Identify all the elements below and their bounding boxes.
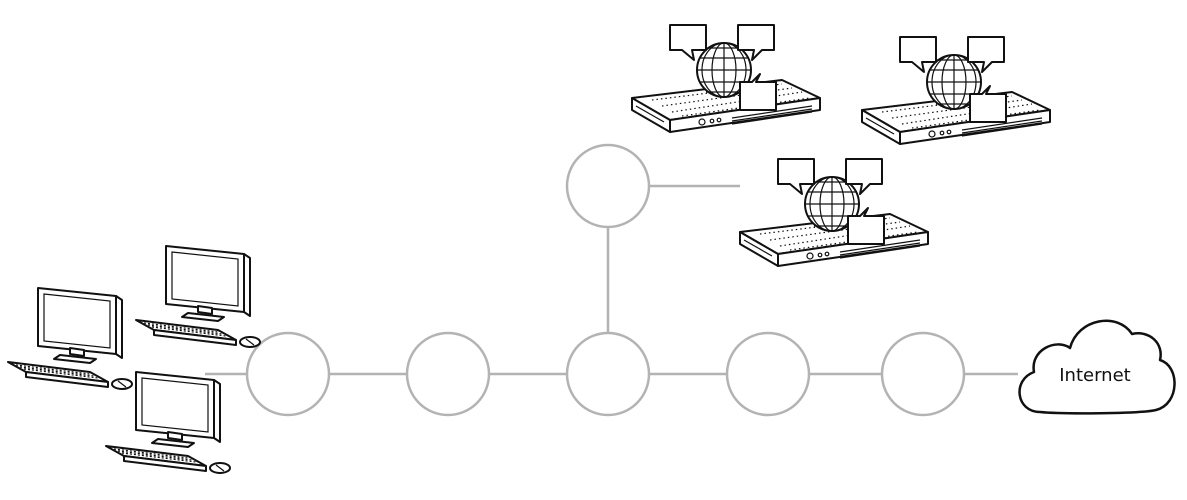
network-links xyxy=(205,184,1018,376)
workstation-group xyxy=(7,245,261,474)
workstation-icon[interactable] xyxy=(135,245,261,348)
cloud-icon xyxy=(1018,319,1176,415)
network-node-3[interactable] xyxy=(565,331,651,417)
internet-cloud[interactable]: Internet xyxy=(1018,319,1176,415)
web-server-icon[interactable] xyxy=(631,24,821,133)
network-nodes xyxy=(245,143,966,417)
network-node-6[interactable] xyxy=(565,143,651,229)
internet-label: Internet xyxy=(1059,365,1130,386)
network-node-2[interactable] xyxy=(405,331,491,417)
network-node-5[interactable] xyxy=(880,331,966,417)
web-server-icon[interactable] xyxy=(739,158,929,267)
server-group xyxy=(631,24,1051,267)
network-node-1[interactable] xyxy=(245,331,331,417)
workstation-icon[interactable] xyxy=(7,287,133,390)
network-node-4[interactable] xyxy=(725,331,811,417)
web-server-icon[interactable] xyxy=(861,36,1051,145)
